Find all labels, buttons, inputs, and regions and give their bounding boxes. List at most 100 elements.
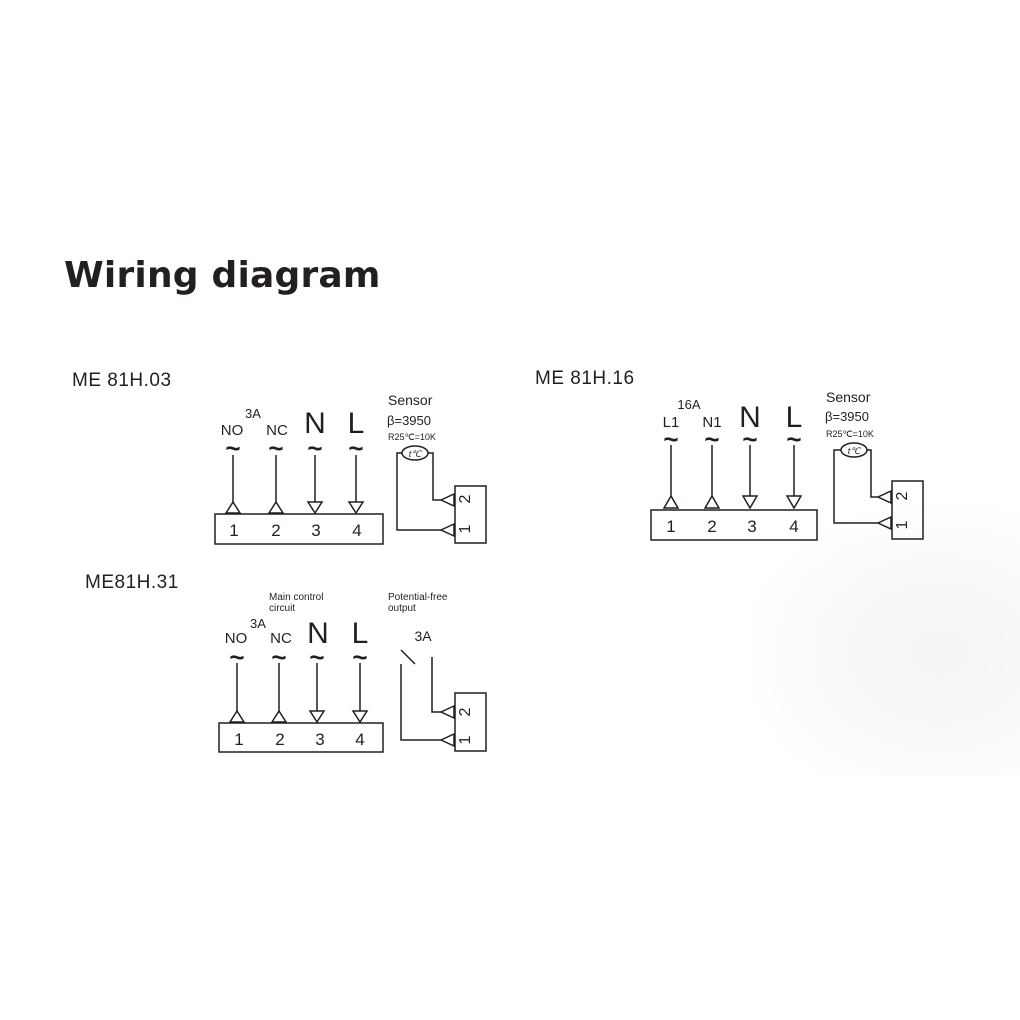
switch-contact-icon (400, 649, 416, 665)
aux-terminal-number: 1 (894, 520, 911, 529)
label-nc: NC (270, 630, 292, 647)
arrow-up-icon (267, 500, 285, 514)
label-n: N (739, 401, 761, 434)
diagram-me81h03 (214, 445, 487, 545)
terminal-number: 1 (229, 521, 238, 540)
label-nc: NC (266, 422, 288, 439)
label-n: N (304, 407, 326, 440)
diagram-me81h31-text: Main control circuit Potential-free outp… (225, 592, 474, 749)
ac-symbol-icon: ~ (307, 433, 322, 463)
ac-symbol-icon: ~ (786, 424, 801, 454)
terminal-number: 2 (271, 521, 280, 540)
sensor-probe-label: t℃ (409, 449, 423, 459)
aux-terminal-number: 1 (457, 735, 474, 744)
aux-terminal-number: 2 (457, 707, 474, 716)
aux-terminal-block (454, 485, 487, 544)
sensor-beta: β=3950 (825, 409, 869, 424)
arrow-left-icon (876, 515, 892, 531)
sensor-beta: β=3950 (387, 413, 431, 428)
aux-terminal-number: 2 (457, 494, 474, 503)
sensor-resistance: R25℃=10K (826, 429, 874, 439)
diagram-me81h31 (218, 649, 487, 753)
arrow-up-icon (270, 709, 288, 723)
arrow-left-icon (439, 522, 455, 538)
label-l1: L1 (663, 414, 680, 431)
arrow-down-icon (347, 501, 365, 515)
terminal-block (214, 513, 384, 545)
sensor-wire (867, 449, 878, 498)
diagram-me81h16-text: 16A L1 N1 N L ~ ~ ~ ~ 1 2 3 4 Sensor β=3… (663, 389, 911, 536)
terminal-block (650, 509, 818, 541)
arrow-left-icon (439, 732, 455, 748)
output-wire (431, 657, 441, 713)
ac-symbol-icon: ~ (352, 642, 367, 672)
terminal-block (218, 722, 384, 753)
main-control-label: Main control (269, 592, 323, 603)
sensor-title: Sensor (826, 389, 871, 405)
label-no: NO (221, 422, 244, 439)
terminal-number: 3 (315, 730, 324, 749)
arrow-up-icon (662, 494, 680, 509)
sensor-resistance: R25℃=10K (388, 432, 436, 442)
main-control-label: circuit (269, 603, 295, 614)
arrow-left-icon (439, 492, 455, 508)
aux-terminal-number: 2 (894, 491, 911, 500)
ac-symbol-icon: ~ (742, 424, 757, 454)
label-no: NO (225, 630, 248, 647)
aux-terminal-block (454, 692, 487, 752)
sensor-title: Sensor (388, 392, 433, 408)
arrow-down-icon (306, 501, 324, 515)
arrow-left-icon (876, 489, 892, 505)
arrow-left-icon (439, 704, 455, 720)
ac-symbol-icon: ~ (704, 424, 719, 454)
terminal-number: 2 (707, 517, 716, 536)
arrow-down-icon (785, 495, 803, 510)
ac-symbol-icon: ~ (348, 433, 363, 463)
sensor-wire (428, 452, 441, 501)
terminal-number: 4 (789, 517, 798, 536)
sensor-wire (396, 452, 441, 531)
model-label-me81h31: ME81H.31 (85, 572, 179, 593)
diagram-me81h03-text: NO 3A NC N L ~ ~ ~ ~ 1 2 3 4 Sensor β=39… (221, 392, 474, 540)
label-l: L (352, 617, 369, 650)
arrow-down-icon (741, 495, 759, 510)
label-l: L (786, 401, 803, 434)
arrow-up-icon (224, 500, 242, 514)
sensor-wire (833, 449, 878, 524)
diagram-me81h16 (650, 442, 924, 541)
output-label: Potential-free (388, 592, 448, 603)
ac-symbol-icon: ~ (225, 433, 240, 463)
output-wire (400, 664, 441, 741)
ac-symbol-icon: ~ (268, 433, 283, 463)
aux-terminal-block (891, 480, 924, 540)
label-n1: N1 (702, 414, 721, 431)
terminal-number: 3 (747, 517, 756, 536)
aux-terminal-number: 1 (457, 524, 474, 533)
model-label-me81h03: ME 81H.03 (72, 370, 172, 391)
sensor-probe-label: t℃ (848, 446, 862, 456)
terminal-number: 2 (275, 730, 284, 749)
current-rating: 3A (245, 406, 261, 421)
current-rating: 3A (250, 616, 266, 631)
current-rating: 16A (677, 397, 700, 412)
ac-symbol-icon: ~ (271, 642, 286, 672)
model-label-me81h16: ME 81H.16 (535, 368, 635, 389)
terminal-number: 3 (311, 521, 320, 540)
output-current-rating: 3A (414, 628, 432, 644)
ac-symbol-icon: ~ (309, 642, 324, 672)
label-l: L (348, 407, 365, 440)
page-title: Wiring diagram (64, 255, 381, 296)
label-n: N (307, 617, 329, 650)
ac-symbol-icon: ~ (663, 424, 678, 454)
ac-symbol-icon: ~ (229, 642, 244, 672)
terminal-number: 4 (355, 730, 364, 749)
arrow-up-icon (228, 709, 246, 723)
output-label: output (388, 603, 416, 614)
arrow-up-icon (703, 494, 721, 509)
background-shading (750, 505, 1020, 775)
terminal-number: 1 (234, 730, 243, 749)
arrow-down-icon (308, 710, 326, 724)
arrow-down-icon (351, 710, 369, 724)
terminal-number: 4 (352, 521, 361, 540)
